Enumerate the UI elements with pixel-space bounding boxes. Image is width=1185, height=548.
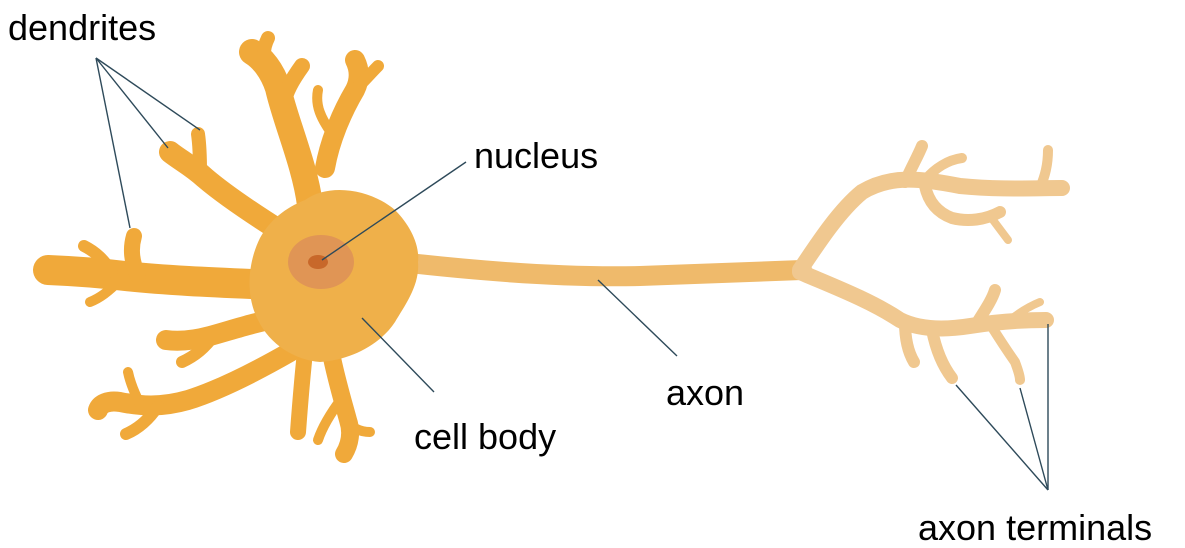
- terminal-lower-branch-b: [932, 330, 952, 378]
- terminal-upper-branch-e: [990, 216, 1008, 240]
- dendrite-left-branch-a: [132, 236, 138, 276]
- leader-line-axon: [598, 280, 677, 356]
- label-axon-terminals: axon terminals: [918, 508, 1152, 548]
- dendrite-bottom-a: [298, 352, 305, 432]
- dendrite-upper-branch-a: [264, 38, 268, 72]
- dendrite-upper-branch-b: [283, 66, 302, 105]
- dendrite-bottom-b-branch: [346, 420, 370, 432]
- dendrite-upper-branch-c: [325, 60, 359, 168]
- nucleolus: [308, 255, 328, 269]
- leader-line-cell-body: [362, 318, 434, 392]
- axon-terminals-group: [800, 146, 1062, 380]
- dendrite-upper-left-trunk: [170, 152, 282, 232]
- dendrite-left-trunk: [48, 270, 275, 285]
- label-axon: axon: [666, 373, 744, 413]
- axon-shaft: [400, 262, 802, 276]
- label-nucleus: nucleus: [474, 136, 598, 176]
- leader-line-dendrites-b: [96, 58, 168, 148]
- leader-line-dendrites-a: [96, 58, 130, 228]
- terminal-lower-branch-d: [990, 324, 1020, 380]
- label-cell-body: cell body: [414, 417, 556, 457]
- terminal-upper-branch-c: [1040, 150, 1048, 188]
- label-dendrites: dendrites: [8, 8, 156, 48]
- dendrite-upper-left-branch: [198, 134, 200, 172]
- leader-line-dendrites-c: [96, 58, 200, 130]
